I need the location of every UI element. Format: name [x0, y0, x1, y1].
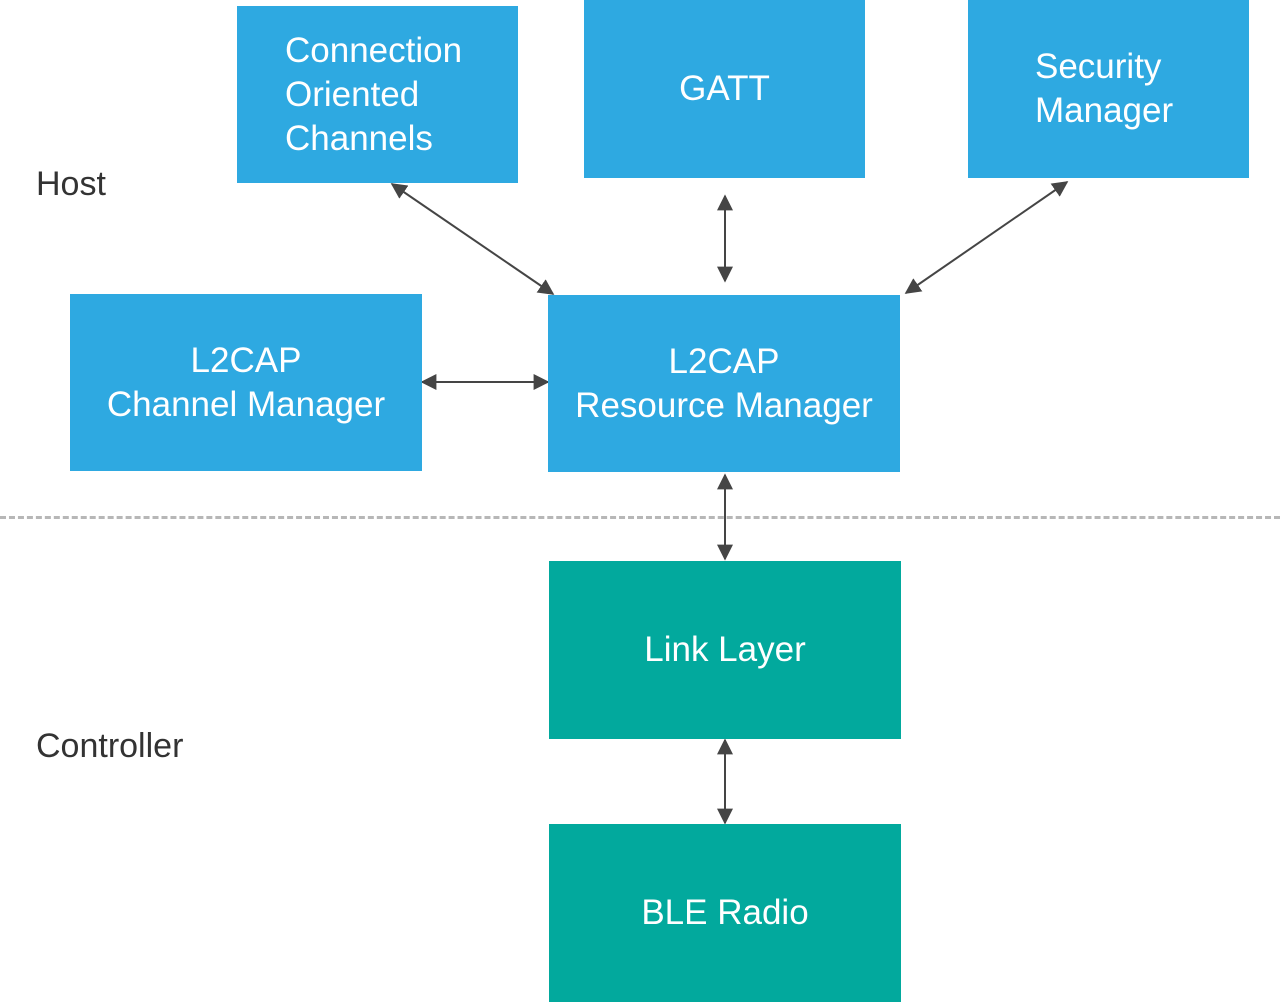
node-label-line: Oriented [285, 74, 420, 114]
link-layer-box: Link Layer [549, 561, 901, 739]
node-label-line: Connection [285, 30, 463, 70]
l2cap-channel-manager-box: L2CAP Channel Manager [70, 294, 422, 471]
security-manager-box: Security Manager [968, 0, 1249, 178]
gatt-box: GATT [584, 0, 865, 178]
node-label-line: Security [1035, 47, 1162, 86]
node-label-line: Channels [285, 118, 433, 158]
controller-layer-label: Controller [36, 727, 184, 765]
node-label-line: Channel Manager [106, 384, 386, 424]
arrow-security-manager-resource-manager [904, 181, 1069, 294]
l2cap-resource-manager-box: L2CAP Resource Manager [548, 295, 900, 472]
arrow-coc-resource-manager [390, 183, 555, 295]
ble-radio-box: BLE Radio [549, 824, 901, 1002]
node-label-line: Resource Manager [575, 385, 873, 425]
host-controller-divider [0, 516, 1280, 519]
host-layer-label: Host [36, 165, 106, 203]
node-label-line: Manager [1035, 91, 1174, 130]
node-label-line: L2CAP [190, 340, 302, 380]
node-label-line: Link Layer [644, 630, 806, 669]
node-label-line: GATT [679, 69, 770, 108]
node-label-line: L2CAP [668, 341, 780, 381]
connection-oriented-channels-box: Connection Oriented Channels [237, 6, 518, 183]
node-label-line: BLE Radio [641, 893, 809, 932]
